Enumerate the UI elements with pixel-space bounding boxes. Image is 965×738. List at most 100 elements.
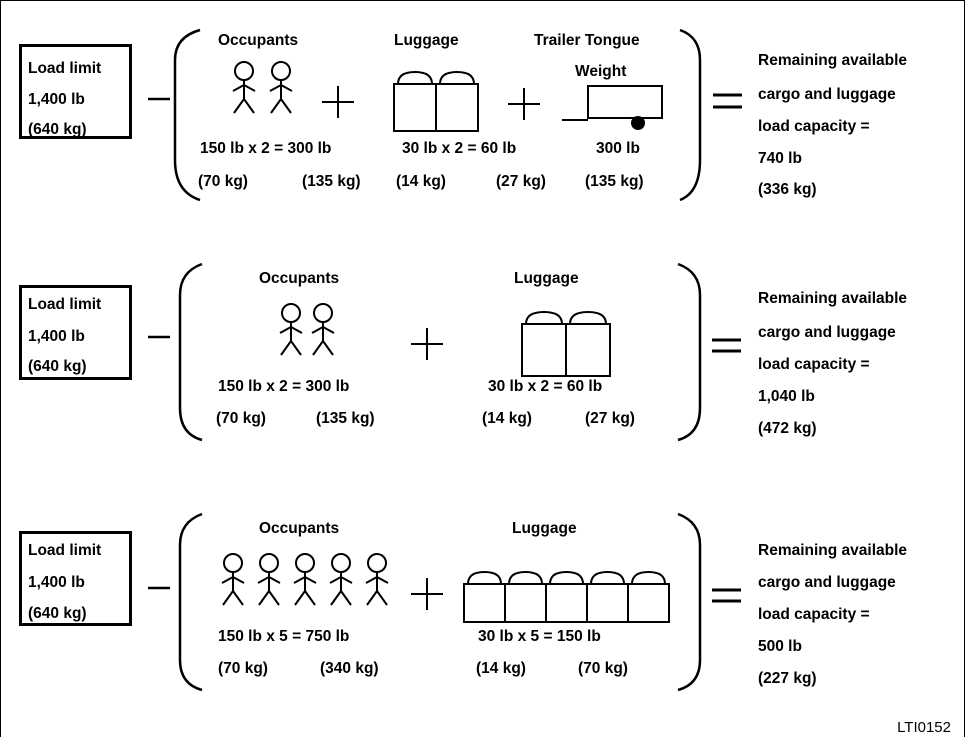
plus-sign [411,578,443,610]
occupant-unit-kg: (70 kg) [198,173,248,190]
luggage-icon [521,310,567,377]
occupants-total-kg: (135 kg) [316,410,375,427]
result-lb: 500 lb [758,638,802,655]
trailer-label-line2: Weight [575,63,627,80]
occupants-label: Occupants [259,270,340,287]
equals-sign [712,338,741,353]
load-limit-lb: 1,400 lb [28,91,85,108]
figure-code: LTI0152 [897,719,951,736]
person-icon [279,303,303,356]
luggage-icon [463,570,506,623]
result-line1: Remaining available [758,52,908,69]
plus-sign [508,88,540,120]
load-limit-lb: 1,400 lb [28,574,85,591]
load-limit-kg: (640 kg) [28,358,87,375]
result-line1: Remaining available [758,542,908,559]
person-icon [365,553,389,606]
occupants-total-kg: (135 kg) [302,173,361,190]
occupants-formula: 150 lb x 5 = 750 lb [218,628,350,645]
right-bracket [677,512,702,692]
load-limit-box: Load limit 1,400 lb (640 kg) [19,531,132,626]
luggage-label: Luggage [394,32,459,49]
result-line3: load capacity = [758,606,870,623]
occupant-figures [232,61,293,114]
left-bracket [178,512,203,692]
occupants-label: Occupants [259,520,340,537]
luggage-formula: 30 lb x 2 = 60 lb [402,140,517,157]
equals-sign [712,588,741,603]
luggage-boxes [463,570,670,623]
trailer-icon [562,85,663,130]
load-limit-kg: (640 kg) [28,121,87,138]
occupants-total-kg: (340 kg) [320,660,379,677]
person-icon [293,553,317,606]
plus-sign [322,86,354,118]
person-icon [269,61,293,114]
luggage-icon [627,570,670,623]
occupant-unit-kg: (70 kg) [216,410,266,427]
result-lb: 740 lb [758,150,802,167]
panel-2-graphics [148,262,741,442]
result-kg: (472 kg) [758,420,817,437]
left-bracket [178,262,203,442]
occupants-formula: 150 lb x 2 = 300 lb [200,140,332,157]
luggage-label: Luggage [514,270,579,287]
luggage-formula: 30 lb x 5 = 150 lb [478,628,601,645]
right-bracket [679,28,702,202]
panel-3-graphics [148,512,741,692]
luggage-icon [586,570,629,623]
occupant-unit-kg: (70 kg) [218,660,268,677]
occupants-formula: 150 lb x 2 = 300 lb [218,378,350,395]
left-bracket [173,28,201,202]
result-line3: load capacity = [758,118,870,135]
luggage-icon [504,570,547,623]
occupant-figures [221,553,389,606]
load-limit-kg: (640 kg) [28,605,87,622]
load-limit-box: Load limit 1,400 lb (640 kg) [19,44,132,139]
person-icon [329,553,353,606]
calc-panel-3: Load limit 1,400 lb (640 kg) Occupants L… [0,500,965,720]
right-bracket [677,262,702,442]
luggage-icon [393,70,437,132]
load-limit-title: Load limit [28,296,102,313]
luggage-total-kg: (70 kg) [578,660,628,677]
occupant-figures [279,303,335,356]
load-limit-lb: 1,400 lb [28,328,85,345]
result-kg: (227 kg) [758,670,817,687]
calc-panel-1: Load limit 1,400 lb (640 kg) Occupants L… [0,0,965,220]
luggage-icon [545,570,588,623]
result-line2: cargo and luggage [758,574,896,591]
luggage-total-kg: (27 kg) [585,410,635,427]
luggage-label: Luggage [512,520,577,537]
luggage-boxes [393,70,479,132]
panel-1-graphics [148,28,742,202]
person-icon [311,303,335,356]
equals-sign [713,93,742,109]
plus-sign [411,328,443,360]
person-icon [232,61,256,114]
calc-panel-2: Load limit 1,400 lb (640 kg) Occupants L… [0,250,965,470]
trailer-label-line1: Trailer Tongue [534,32,640,49]
result-line2: cargo and luggage [758,86,896,103]
occupants-label: Occupants [218,32,299,49]
luggage-unit-kg: (14 kg) [396,173,446,190]
result-kg: (336 kg) [758,181,817,198]
result-line2: cargo and luggage [758,324,896,341]
result-lb: 1,040 lb [758,388,815,405]
luggage-formula: 30 lb x 2 = 60 lb [488,378,603,395]
person-icon [221,553,245,606]
result-line3: load capacity = [758,356,870,373]
luggage-boxes [521,310,611,377]
load-limit-box: Load limit 1,400 lb (640 kg) [19,285,132,380]
luggage-total-kg: (27 kg) [496,173,546,190]
person-icon [257,553,281,606]
load-limit-title: Load limit [28,60,102,77]
trailer-kg: (135 kg) [585,173,644,190]
luggage-icon [435,70,479,132]
trailer-lb: 300 lb [596,140,640,157]
luggage-unit-kg: (14 kg) [482,410,532,427]
luggage-icon [565,310,611,377]
result-line1: Remaining available [758,290,908,307]
load-limit-title: Load limit [28,542,102,559]
luggage-unit-kg: (14 kg) [476,660,526,677]
